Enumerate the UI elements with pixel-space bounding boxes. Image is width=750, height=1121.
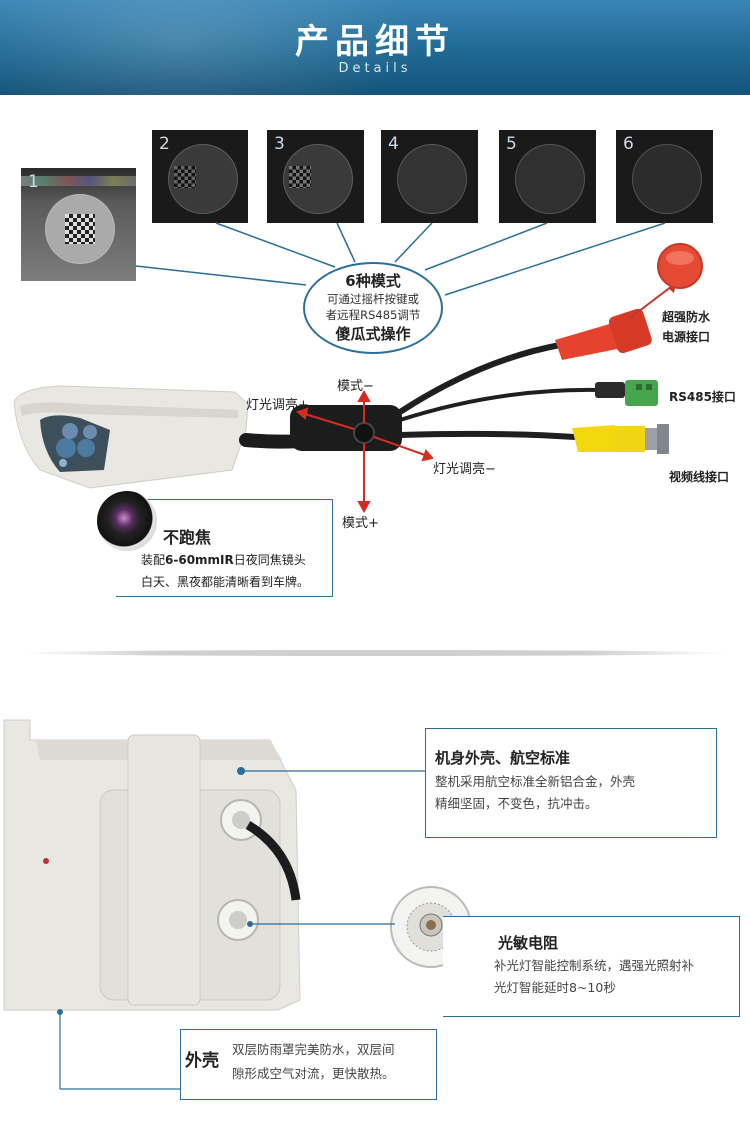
body-shell-line2: 精细坚固，不变色，抗冲击。: [435, 796, 598, 811]
thumb-number: 2: [159, 134, 170, 154]
body-shell-line1: 整机采用航空标准全新铝合金，外壳: [435, 774, 636, 789]
power-connector: [555, 282, 677, 360]
mode-plus-label: 模式+: [342, 516, 379, 531]
focus-line1-bold: 6-60mmIR: [165, 553, 234, 567]
section-subtitle: Details: [338, 61, 412, 76]
light-plus-label: 灯光调亮+: [246, 398, 309, 413]
mode-thumb-2: 2: [152, 130, 248, 223]
bubble-line2: 者远程RS485调节: [325, 308, 421, 322]
light-minus-label: 灯光调亮−: [433, 462, 496, 477]
rs485-label: RS485接口: [669, 390, 736, 404]
bubble-title: 6种模式: [345, 272, 401, 290]
body-shell-title: 机身外壳、航空标准: [435, 749, 571, 767]
section-divider: [20, 650, 730, 656]
bubble-line1: 可通过摇杆按键或: [327, 292, 419, 306]
power-label-1: 超强防水: [662, 310, 711, 324]
outer-shell-line1: 双层防雨罩完美防水，双层间: [232, 1042, 395, 1057]
focus-line1-prefix: 装配: [141, 553, 166, 567]
mode-thumb-4: 4: [381, 130, 478, 223]
power-cap-icon: [657, 243, 703, 289]
photo-sensor-line2: 光灯智能延时8~10秒: [494, 980, 616, 995]
mode-minus-label: 模式−: [337, 379, 374, 394]
bubble-footer: 傻瓜式操作: [335, 325, 411, 343]
modes-bubble: 6种模式 可通过摇杆按键或 者远程RS485调节 傻瓜式操作: [303, 262, 443, 354]
focus-line2: 白天、黑夜都能清晰看到车牌。: [141, 575, 310, 589]
body-shell-callout: 机身外壳、航空标准 整机采用航空标准全新铝合金，外壳 精细坚固，不变色，抗冲击。: [425, 728, 717, 838]
mode-thumb-5: 5: [499, 130, 596, 223]
thumb-number: 6: [623, 134, 634, 154]
power-label-2: 电源接口: [662, 330, 711, 344]
focus-line1-suffix: 日夜同焦镜头: [233, 553, 306, 567]
photo-sensor-callout: 光敏电阻 补光灯智能控制系统，遇强光照射补 光灯智能延时8~10秒: [443, 916, 740, 1017]
focus-title: 不跑焦: [163, 528, 212, 547]
section-header: 产品细节 Details: [0, 0, 750, 95]
outer-shell-title: 外壳: [185, 1051, 219, 1071]
thumb-number: 1: [28, 172, 39, 192]
outer-shell-callout: 外壳 双层防雨罩完美防水，双层间 隙形成空气对流，更快散热。: [180, 1029, 437, 1100]
video-label: 视频线接口: [669, 470, 730, 484]
photo-sensor-title: 光敏电阻: [498, 934, 559, 952]
mode-thumb-6: 6: [616, 130, 713, 223]
rs485-connector: [595, 380, 658, 406]
thumb-number: 3: [274, 134, 285, 154]
section-title: 产品细节: [295, 22, 455, 62]
camera-body-illustration: [3, 719, 301, 1015]
outer-shell-line2: 隙形成空气对流，更快散热。: [232, 1066, 395, 1081]
thumb-number: 4: [388, 134, 399, 154]
camera-illustration: [13, 342, 601, 489]
mode-thumb-3: 3: [267, 130, 364, 223]
focus-callout-box: [115, 499, 333, 597]
thumb-number: 5: [506, 134, 517, 154]
focus-line1: 装配6-60mmIR日夜同焦镜头: [141, 551, 306, 568]
mode-thumb-1: 1: [21, 168, 136, 281]
lens-icon: [97, 491, 157, 551]
video-connector: [572, 424, 669, 454]
photo-sensor-line1: 补光灯智能控制系统，遇强光照射补: [494, 958, 695, 973]
